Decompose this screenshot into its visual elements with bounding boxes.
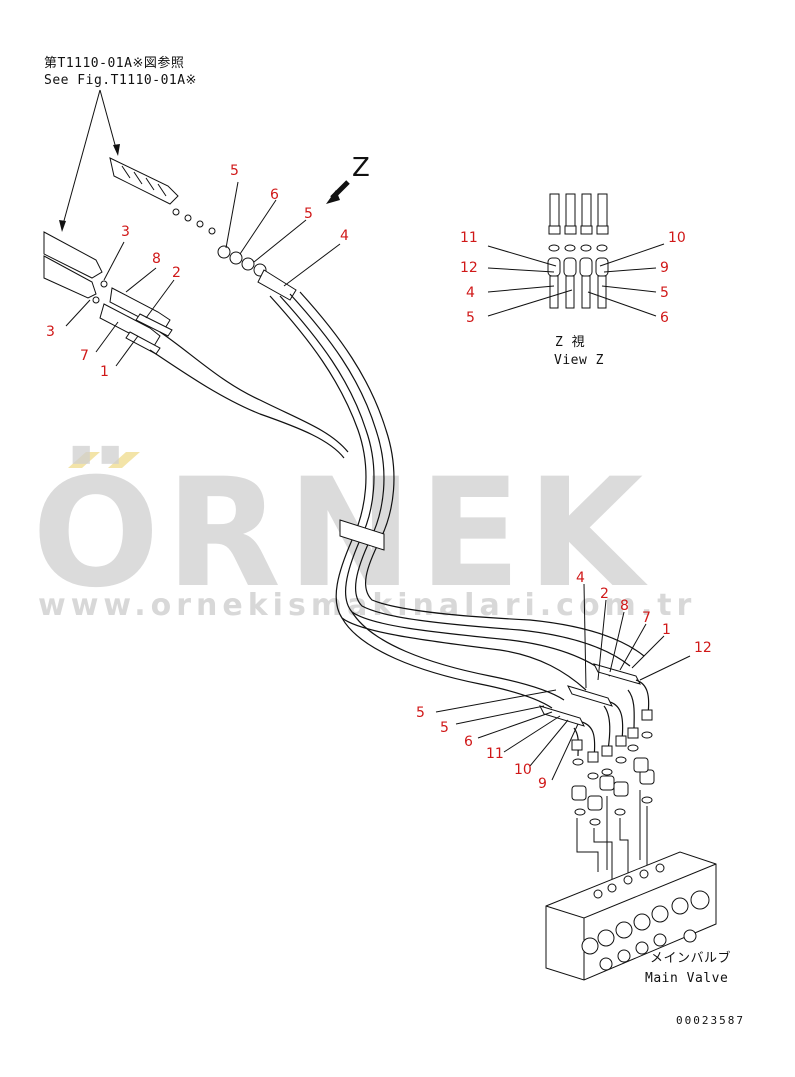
- callout-valve-left-3: 6: [464, 734, 473, 750]
- view-letter: Z: [352, 153, 370, 183]
- callout-top-center-1: 5: [230, 163, 239, 179]
- main-valve-label-en: Main Valve: [645, 971, 728, 986]
- reference-arrows: [59, 89, 120, 232]
- callout-top-left-3: 2: [172, 265, 181, 281]
- drawing-number: 00023587: [676, 1014, 745, 1027]
- callout-top-left-1: 3: [121, 224, 130, 240]
- view-z-detail: Z 視 View Z: [487, 193, 665, 368]
- callout-valve-left-4: 11: [486, 746, 504, 762]
- callout-view-z-right-1: 10: [668, 230, 686, 246]
- watermark-url: www.ornekismakinalari.com.tr: [38, 588, 696, 623]
- watermark-brand: ÖRNEK: [32, 445, 649, 621]
- callout-top-center-2: 6: [270, 187, 279, 203]
- watermark: ÖRNEK www.ornekismakinalari.com.tr: [32, 445, 696, 623]
- callout-valve-top-4: 7: [642, 610, 651, 626]
- main-valve: メインバルブ Main Valve: [545, 851, 731, 986]
- callout-valve-top-3: 8: [620, 598, 629, 614]
- callout-valve-left-6: 9: [538, 776, 547, 792]
- hose-bundle: [217, 245, 645, 709]
- reference-note-jp: 第T1110-01A※図参照: [44, 55, 184, 71]
- callout-valve-top-2: 2: [600, 586, 609, 602]
- upper-hose-ends: [43, 157, 349, 459]
- callout-view-z-left-1: 11: [460, 230, 478, 246]
- callout-valve-left-1: 5: [416, 705, 425, 721]
- callout-top-left-4: 3: [46, 324, 55, 340]
- main-valve-label-jp: メインバルブ: [650, 950, 731, 966]
- reference-note-en: See Fig.T1110-01A※: [44, 73, 197, 88]
- view-arrow-icon: [326, 180, 350, 204]
- callout-view-z-right-2: 9: [660, 260, 669, 276]
- callout-valve-top-1: 4: [576, 570, 585, 586]
- callout-numbers: 3 8 2 3 7 1 5 6 5 4 11 12 4 5 10 9 5 6 4…: [46, 163, 712, 792]
- view-z-title-jp: Z 視: [555, 335, 585, 350]
- valve-fittings: [539, 663, 655, 880]
- callout-top-center-3: 5: [304, 206, 313, 222]
- view-z-title-en: View Z: [554, 353, 604, 368]
- callout-valve-top-5: 1: [662, 622, 671, 638]
- callout-top-center-4: 4: [340, 228, 349, 244]
- callout-valve-left-5: 10: [514, 762, 532, 778]
- callout-view-z-left-4: 5: [466, 310, 475, 326]
- callout-view-z-right-3: 5: [660, 285, 669, 301]
- callout-valve-top-6: 12: [694, 640, 712, 656]
- callout-view-z-left-3: 4: [466, 285, 475, 301]
- callout-top-left-6: 1: [100, 364, 109, 380]
- callout-top-left-5: 7: [80, 348, 89, 364]
- callout-view-z-right-4: 6: [660, 310, 669, 326]
- leader-lines: [65, 181, 691, 781]
- callout-view-z-left-2: 12: [460, 260, 478, 276]
- callout-top-left-2: 8: [152, 251, 161, 267]
- callout-valve-left-2: 5: [440, 720, 449, 736]
